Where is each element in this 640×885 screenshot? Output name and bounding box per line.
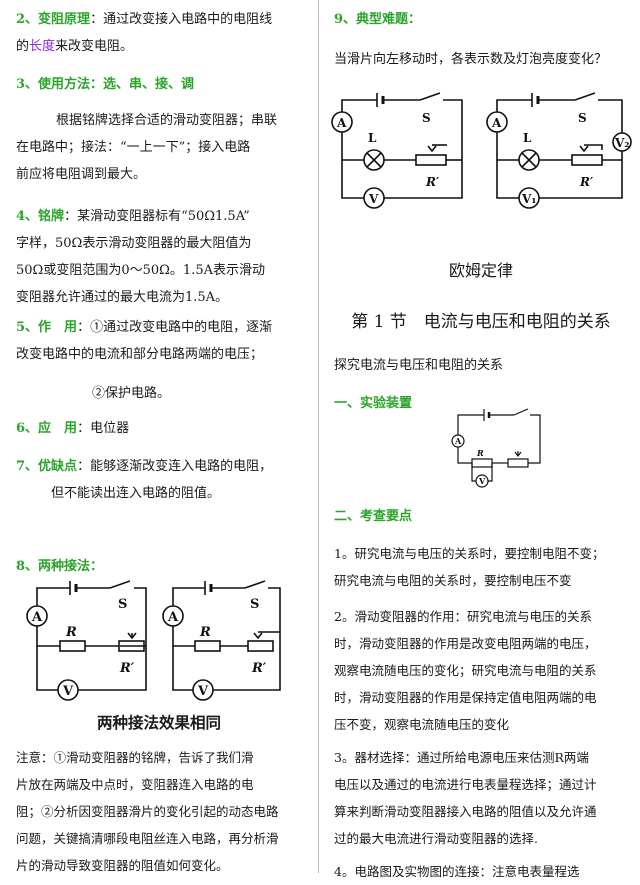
- rheostat-label: R′: [251, 661, 267, 676]
- section-9-heading: 9、典型难题：: [334, 12, 422, 27]
- section-6: 6、应 用：电位器: [16, 415, 129, 442]
- resistor-label: R: [199, 625, 211, 640]
- section-4-num: 4、: [16, 209, 39, 224]
- section-5-num: 5、: [16, 320, 39, 335]
- lamp-label: L: [523, 131, 532, 145]
- switch-label: S: [250, 597, 259, 612]
- rheostat-label: R′: [579, 175, 594, 189]
- note-line: 片的滑动导致变阻器的阻值如何变化。: [16, 858, 229, 873]
- section-7-line: 但不能读出连入电路的阻值。: [51, 486, 221, 501]
- section-7: 7、优缺点：能够逐渐改变连入电路的电阻， 但不能读出连入电路的阻值。: [16, 453, 316, 507]
- section-3-line: 前应将电阻调到最大。: [16, 167, 147, 182]
- point-3: 3。器材选择：通过所给电源电压来估测R两端 电压以及通过的电流进行电表量程选择；…: [334, 744, 638, 852]
- voltmeter-label: V: [478, 476, 486, 486]
- section-7-line: ：能够逐渐改变连入电路的电阻，: [77, 459, 273, 474]
- ammeter-label: A: [454, 436, 462, 446]
- section-5-line: 改变电路中的电流和部分电路两端的电压；: [16, 347, 264, 362]
- experiment-circuit: A R V: [451, 408, 541, 488]
- key-points-heading: 二、考查要点: [334, 509, 413, 524]
- section-3-heading: 3、使用方法：选、串、接、调: [16, 77, 195, 92]
- note-line: 阻；②分析因变阻器滑片的变化引起的动态电路: [16, 804, 279, 819]
- point-line: 时，滑动变阻器的作用是保持定值电阻两端的电: [334, 690, 597, 705]
- section-6-heading: 应 用: [38, 421, 78, 436]
- point-line: 观察电流随电压的变化；研究电流与电阻的关系: [334, 663, 597, 678]
- section-3-line: 根据铭牌选择合适的滑动变阻器；串联: [56, 113, 278, 128]
- voltmeter-1-label: V₁: [521, 192, 537, 206]
- column-divider: [318, 0, 319, 873]
- section-title: 第 1 节 电流与电压和电阻的关系: [351, 312, 611, 332]
- resistor-label: R: [476, 448, 484, 458]
- section-4-heading: 铭牌: [38, 209, 65, 224]
- voltmeter-label: V: [62, 684, 74, 699]
- section-5: 5、作 用：①通过改变电路中的电阻，逐渐 改变电路中的电流和部分电路两端的电压；…: [16, 314, 316, 407]
- resistor-label: R: [65, 625, 77, 640]
- section-6-text: ：电位器: [77, 421, 130, 436]
- section-3-line: 在电路中；接法：“一上一下”；接入电路: [16, 140, 251, 155]
- section-7-num: 7、: [16, 459, 39, 474]
- ammeter-label: A: [491, 116, 502, 130]
- section-4-line: 50Ω或变阻范围为0～50Ω。1.5A表示滑动: [16, 263, 265, 278]
- section-6-num: 6、: [16, 421, 39, 436]
- rheostat-label: R′: [425, 175, 440, 189]
- section-2: 2、变阻原理：通过改变接入电路中的电阻线 的长度来改变电阻。: [16, 6, 312, 60]
- section-2-text: ：通过改变接入电路中的电阻线: [90, 12, 273, 27]
- point-line: 过的最大电流进行滑动变阻器的选择.: [334, 831, 538, 846]
- point-line: 压不变，观察电流随电压的变化: [334, 717, 510, 732]
- point-line: 2。滑动变阻器的作用：研究电流与电压的关系: [334, 609, 592, 624]
- left-column: 2、变阻原理：通过改变接入电路中的电阻线 的长度来改变电阻。 3、使用方法：选、…: [0, 0, 318, 873]
- note-line: 片放在两端及中点时，变阻器连入电路的电: [16, 777, 254, 792]
- point-line: 1。研究电流与电压的关系时，要控制电阻不变；: [334, 546, 605, 561]
- section-2-heading: 变阻原理: [38, 12, 91, 27]
- switch-label: S: [578, 111, 587, 125]
- section-5-line: ②保护电路。: [92, 386, 171, 401]
- subheading: 探究电流与电压和电阻的关系: [334, 358, 504, 373]
- lamp-label: L: [368, 131, 377, 145]
- section-2-text: 的: [16, 39, 30, 54]
- point-4: 4。电路图及实物图的连接：注意电表量程选: [334, 864, 580, 879]
- voltmeter-2-label: V₂: [614, 136, 630, 150]
- connections-caption: 两种接法效果相同: [96, 714, 221, 732]
- ammeter-label: A: [167, 610, 179, 625]
- section-3-body: 根据铭牌选择合适的滑动变阻器；串联 在电路中；接法：“一上一下”；接入电路 前应…: [16, 107, 312, 188]
- switch-label: S: [422, 111, 431, 125]
- section-2-num: 2、: [16, 12, 39, 27]
- note-line: 问题，关键搞清哪段电阻丝连入电路，再分析滑: [16, 831, 279, 846]
- ammeter-label: A: [336, 116, 347, 130]
- point-2: 2。滑动变阻器的作用：研究电流与电压的关系 时，滑动变阻器的作用是改变电阻两端的…: [334, 603, 638, 738]
- section-4: 4、铭牌：某滑动变阻器标有“50Ω1.5A” 字样，50Ω表示滑动变阻器的最大阻…: [16, 203, 316, 311]
- point-1: 1。研究电流与电压的关系时，要控制电阻不变； 研究电流与电阻的关系时，要控制电压…: [334, 540, 638, 594]
- section-4-line: ：某滑动变阻器标有“50Ω1.5A”: [64, 209, 250, 224]
- length-highlight: 长度: [29, 39, 56, 54]
- switch-label: S: [118, 597, 127, 612]
- note-line: 注意：①滑动变阻器的铭牌，告诉了我们滑: [16, 750, 254, 765]
- note-block: 注意：①滑动变阻器的铭牌，告诉了我们滑 片放在两端及中点时，变阻器连入电路的电 …: [16, 744, 316, 879]
- point-line: 3。器材选择：通过所给电源电压来估测R两端: [334, 750, 589, 765]
- rheostat-label: R′: [119, 661, 135, 676]
- section-2-text: 来改变电阻。: [55, 39, 134, 54]
- chapter-title: 欧姆定律: [448, 261, 513, 280]
- section-8-heading: 8、两种接法：: [16, 559, 104, 574]
- right-column: 9、典型难题： 当滑片向左移动时，各表示数及灯泡亮度变化？: [322, 0, 640, 879]
- section-5-line: ：①通过改变电路中的电阻，逐渐: [77, 320, 273, 335]
- section-5-heading: 作 用: [38, 320, 78, 335]
- section-9-question: 当滑片向左移动时，各表示数及灯泡亮度变化？: [334, 52, 608, 67]
- point-line: 算来判断滑动变阻器接入电路的阻值以及允许通: [334, 804, 597, 819]
- voltmeter-label: V: [368, 192, 379, 206]
- section-7-heading: 优缺点: [38, 459, 78, 474]
- section-4-line: 变阻器允许通过的最大电流为1.5A。: [16, 290, 229, 305]
- typical-problem-circuits: A S L R′ V A S L R′ V₁ V₂: [331, 92, 632, 209]
- point-line: 电压以及通过的电流进行电表量程选择；通过计: [334, 777, 597, 792]
- point-line: 时，滑动变阻器的作用是改变电阻两端的电压，: [334, 636, 597, 651]
- ammeter-label: A: [31, 610, 43, 625]
- apparatus-heading: 一、实验装置: [334, 396, 413, 411]
- two-connections-circuits: A V S R R′ A V S R R′: [26, 580, 281, 701]
- voltmeter-label: V: [197, 684, 209, 699]
- section-4-line: 字样，50Ω表示滑动变阻器的最大阻值为: [16, 236, 252, 251]
- point-line: 研究电流与电阻的关系时，要控制电压不变: [334, 573, 572, 588]
